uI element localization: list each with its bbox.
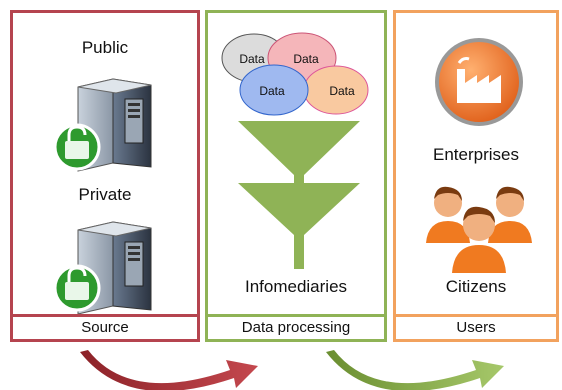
users-panel: Enterprises Citizens Users (393, 10, 559, 342)
red-arrow-icon (80, 350, 258, 390)
funnel-icon (238, 121, 360, 269)
data-bubbles: Data Data Data Data (221, 32, 369, 116)
citizens-label: Citizens (445, 277, 507, 296)
people-icon (426, 186, 532, 273)
data-bubble-label: Data (293, 52, 319, 66)
green-arrow-icon (326, 350, 504, 390)
users-footer: Users (396, 314, 556, 339)
infomediaries-label: Infomediaries (244, 277, 348, 296)
data-bubble (239, 64, 309, 116)
server-unlocked-icon (53, 221, 152, 315)
public-label: Public (81, 38, 129, 57)
flow-arrows (80, 350, 504, 390)
data-processing-panel: Data Data Data Data Infomediaries Data p… (205, 10, 387, 342)
data-bubble-label: Data (329, 84, 355, 98)
enterprises-label: Enterprises (433, 145, 519, 164)
data-bubble-label: Data (239, 52, 265, 66)
private-label: Private (78, 185, 132, 204)
data-bubble-label: Data (259, 84, 285, 98)
data-processing-footer: Data processing (208, 314, 384, 339)
source-panel: Public Private (10, 10, 200, 342)
server-unlocked-icon (53, 78, 152, 172)
source-footer: Source (13, 314, 197, 339)
factory-icon (435, 38, 523, 126)
